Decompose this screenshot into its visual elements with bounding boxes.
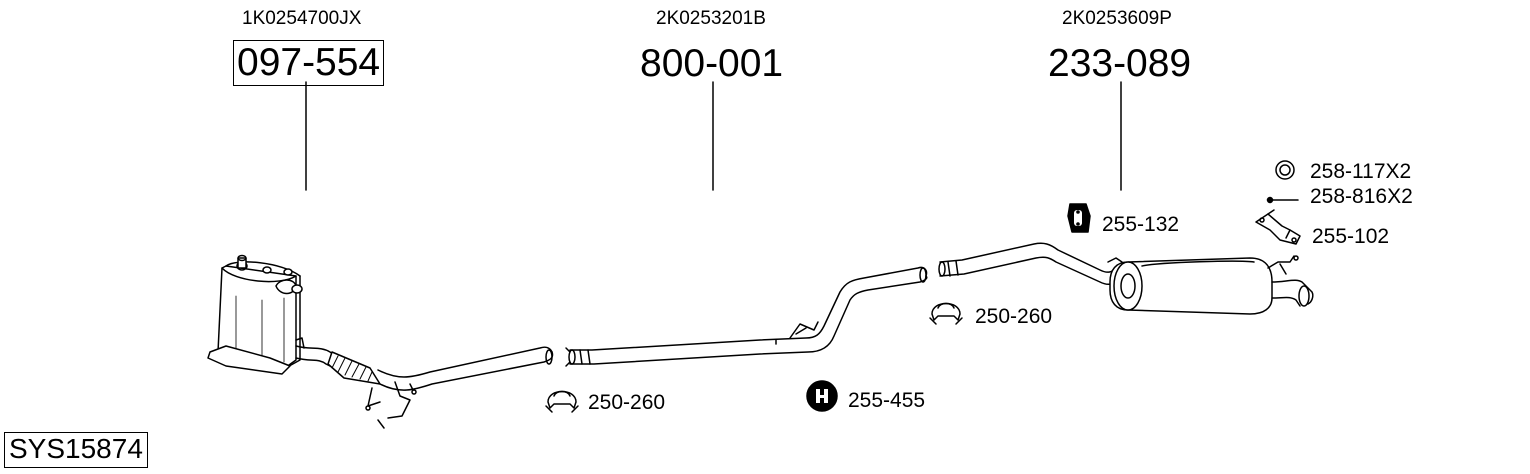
centre-pipe-drawing[interactable] (565, 266, 928, 367)
bracket-icon (1255, 209, 1301, 245)
rear-silencer-drawing[interactable] (938, 242, 1314, 315)
gasket-ring-icon (1275, 160, 1295, 180)
accessory-label-clamp-rear[interactable]: 250-260 (975, 305, 1053, 328)
clamp-icon (545, 390, 579, 413)
rubber-hanger-icon (1067, 203, 1091, 233)
accessory-label-rubber-hanger[interactable]: 255-132 (1102, 213, 1180, 236)
accessory-label-bolt[interactable]: 258-816X2 (1310, 185, 1413, 208)
part-number-centre-pipe[interactable]: 800-001 (640, 42, 784, 85)
oem-number-dpf: 1K0254700JX (242, 8, 362, 29)
dpf-front-section-drawing[interactable] (207, 254, 554, 429)
accessory-label-clamp-front[interactable]: 250-260 (588, 391, 666, 414)
accessory-label-rubber-mount[interactable]: 255-455 (848, 389, 926, 412)
clamp-icon (929, 302, 963, 325)
oem-number-centre-pipe: 2K0253201B (656, 8, 766, 29)
bolt-icon (1266, 196, 1299, 204)
part-number-dpf[interactable]: 097-554 (233, 40, 385, 86)
accessory-label-gasket[interactable]: 258-117X2 (1310, 160, 1412, 183)
part-number-rear-silencer[interactable]: 233-089 (1048, 42, 1192, 85)
system-code: SYS15874 (4, 432, 148, 468)
accessory-label-bracket[interactable]: 255-102 (1312, 225, 1390, 248)
oem-number-rear-silencer: 2K0253609P (1062, 8, 1172, 29)
rubber-mount-icon (806, 380, 838, 412)
